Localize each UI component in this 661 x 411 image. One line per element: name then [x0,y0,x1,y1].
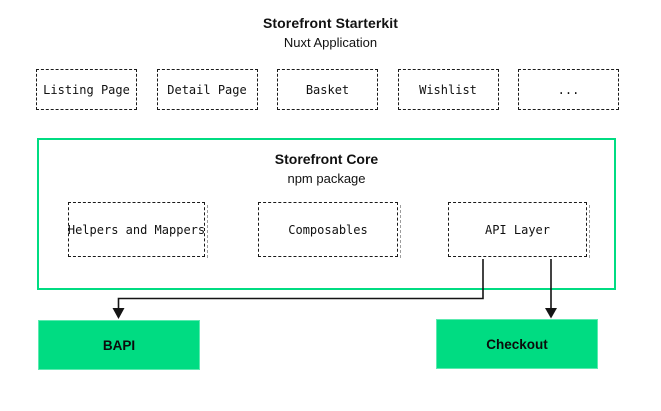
page-box-wishlist: Wishlist [397,69,499,110]
diagram-header: Storefront Starterkit Nuxt Application [0,15,661,50]
diagram-title: Storefront Starterkit [262,15,399,31]
module-box-helpers-and-mappers: Helpers and Mappers [68,202,208,258]
page-box-more: ... [518,69,619,110]
diagram-subtitle: Nuxt Application [283,35,378,50]
page-box-basket: Basket [277,69,378,110]
module-box-api-layer: API Layer [448,202,590,258]
core-subtitle: npm package [287,171,366,186]
page-box-listing-page: Listing Page [36,69,137,110]
core-title: Storefront Core [274,151,379,167]
bapi-box: BAPI [38,320,200,370]
checkout-box: Checkout [436,319,598,369]
module-box-composables: Composables [258,202,401,258]
storefront-core-container: Storefront Core npm package Helpers and … [37,138,616,290]
core-header: Storefront Core npm package [39,151,614,186]
pages-row: Listing Page Detail Page Basket Wishlist… [36,69,619,110]
page-box-detail-page: Detail Page [156,69,258,110]
